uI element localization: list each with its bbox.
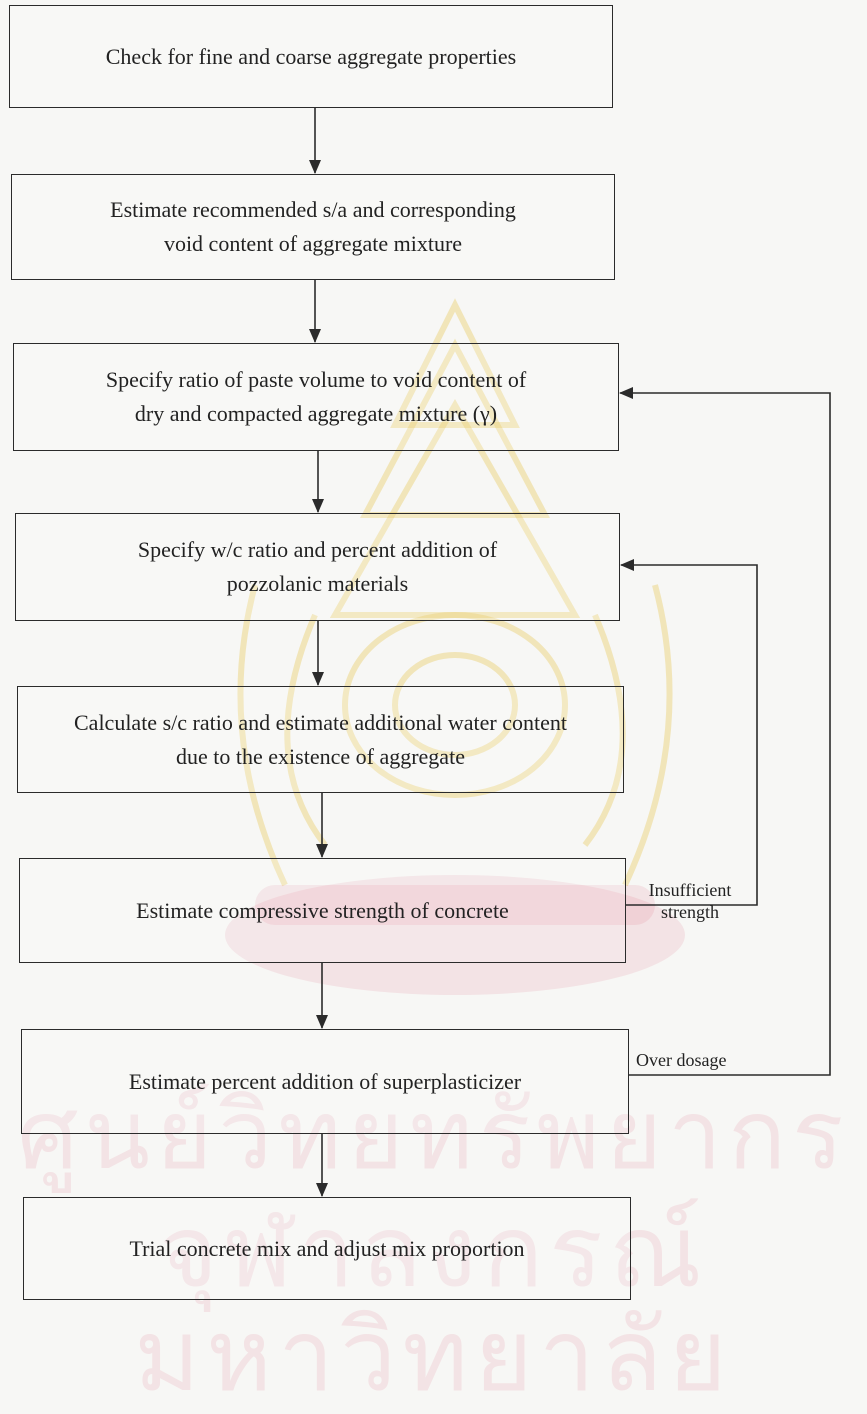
feedback-insufficient-strength <box>620 559 758 906</box>
feedback-over-dosage <box>619 387 831 1076</box>
step-specify-wc-text: Specify w/c ratio and percent addition o… <box>137 537 498 596</box>
step-check-aggregate-text: Check for fine and coarse aggregate prop… <box>105 43 517 69</box>
flow-connectors <box>309 108 831 1197</box>
step-trial-mix-text: Trial concrete mix and adjust mix propor… <box>129 1235 525 1261</box>
step-calculate-sc: Calculate s/c ratio and estimate additio… <box>17 686 624 793</box>
step-calculate-sc-text: Calculate s/c ratio and estimate additio… <box>74 709 567 769</box>
step-specify-paste-ratio: Specify ratio of paste volume to void co… <box>13 343 619 451</box>
step-trial-mix: Trial concrete mix and adjust mix propor… <box>23 1197 631 1300</box>
step-check-aggregate: Check for fine and coarse aggregate prop… <box>9 5 613 108</box>
label-over-dosage: Over dosage <box>636 1050 727 1070</box>
step-specify-wc: Specify w/c ratio and percent addition o… <box>15 513 620 621</box>
step-estimate-sa-text: Estimate recommended s/a and correspondi… <box>110 197 516 256</box>
step-specify-paste-ratio-text: Specify ratio of paste volume to void co… <box>105 367 527 426</box>
step-estimate-sa: Estimate recommended s/a and correspondi… <box>11 174 615 280</box>
step-estimate-strength: Estimate compressive strength of concret… <box>19 858 626 963</box>
step-estimate-superplasticizer: Estimate percent addition of superplasti… <box>21 1029 629 1134</box>
label-insufficient-strength: Insufficient strength <box>648 880 732 922</box>
step-estimate-strength-text: Estimate compressive strength of concret… <box>136 897 509 923</box>
step-estimate-superplasticizer-text: Estimate percent addition of superplasti… <box>128 1068 522 1094</box>
